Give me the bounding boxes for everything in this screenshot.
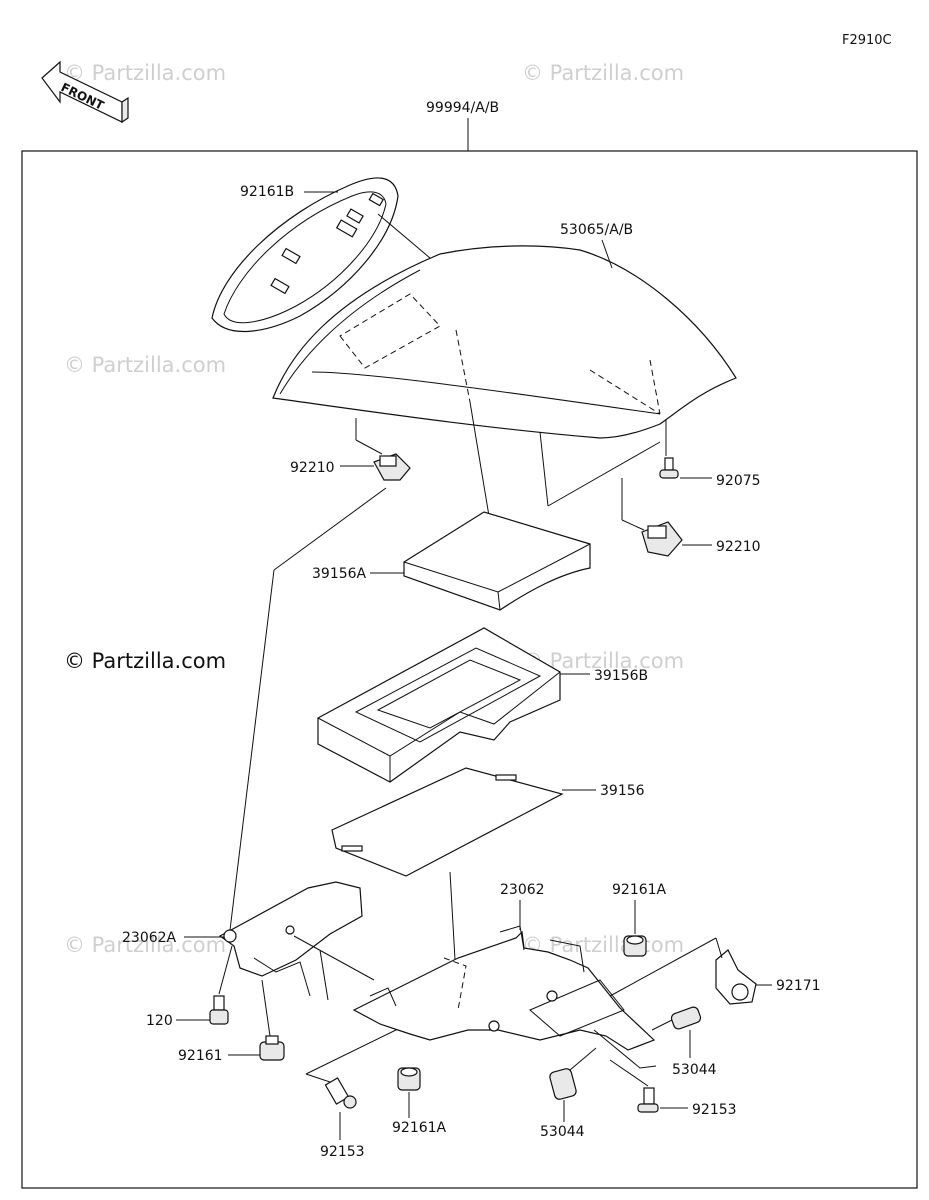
label-92161B: 92161B [240, 184, 294, 200]
label-53044-bottom: 53044 [540, 1124, 585, 1140]
watermark-3: © Partzilla.com [64, 353, 226, 377]
nut-left-part[interactable] [373, 453, 411, 481]
label-92075: 92075 [716, 473, 761, 489]
label-92161A-top: 92161A [612, 882, 667, 898]
label-92171: 92171 [776, 978, 821, 994]
seat-trim-part[interactable] [211, 177, 399, 333]
label-23062: 23062 [500, 882, 545, 898]
label-92210-right: 92210 [716, 539, 761, 555]
bolt-120-part[interactable] [209, 995, 229, 1025]
label-23062A: 23062A [122, 930, 177, 946]
label-92210-left: 92210 [290, 460, 335, 476]
label-53065: 53065/A/B [560, 222, 633, 238]
nut-right-part[interactable] [641, 521, 683, 557]
label-92153-left: 92153 [320, 1144, 365, 1160]
label-53044-right: 53044 [672, 1062, 717, 1078]
bolt-92153-left-part[interactable] [324, 1077, 357, 1109]
bracket-23062-part[interactable] [352, 925, 657, 1069]
watermark-main: © Partzilla.com [64, 649, 226, 673]
label-92161: 92161 [178, 1048, 223, 1064]
watermark-2: © Partzilla.com [522, 61, 684, 85]
damper-92161A-bottom-part[interactable] [397, 1067, 421, 1091]
diagram-code: F2910C [842, 33, 892, 48]
sheet-39156-part[interactable] [331, 767, 564, 877]
label-92161A-bottom: 92161A [392, 1120, 447, 1136]
label-39156B: 39156B [594, 668, 648, 684]
label-39156A: 39156A [312, 566, 367, 582]
clip-92171-part[interactable] [715, 949, 757, 1005]
damper-92161-part[interactable] [259, 1035, 285, 1061]
watermark-1: © Partzilla.com [64, 61, 226, 85]
bolt-92075-part[interactable] [659, 457, 679, 479]
foam-39156B-part[interactable] [317, 627, 561, 783]
bolt-92153-right-part[interactable] [637, 1087, 659, 1113]
label-92153-right: 92153 [692, 1102, 737, 1118]
label-39156: 39156 [600, 783, 645, 799]
foam-39156A-part[interactable] [403, 511, 591, 611]
collar-53044-right-part[interactable] [670, 1006, 702, 1031]
assembly-frame [21, 150, 918, 1189]
collar-53044-bottom-part[interactable] [549, 1068, 577, 1101]
seat-cowl-part[interactable] [272, 245, 737, 439]
label-120: 120 [146, 1013, 173, 1029]
damper-92161A-top-part[interactable] [623, 935, 647, 957]
assembly-label: 99994/A/B [426, 100, 499, 116]
bracket-23062A-part[interactable] [218, 881, 363, 1001]
